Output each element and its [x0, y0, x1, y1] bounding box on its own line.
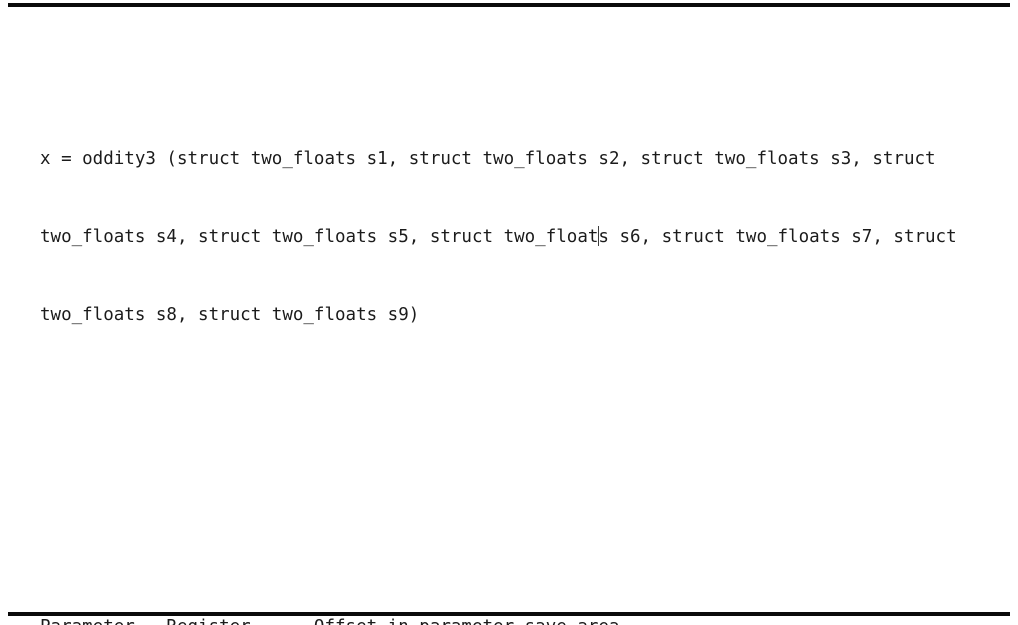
text-caret: [597, 225, 600, 246]
top-rule: [8, 3, 1010, 7]
code-line-2-text-after: s s6, struct two_floats s7, struct: [598, 227, 957, 247]
code-line-2-text-before: two_floats s4, struct two_floats s5, str…: [40, 227, 599, 247]
col-header-parameter: Parameter: [40, 614, 166, 625]
code-line-1: x = oddity3 (struct two_floats s1, struc…: [40, 146, 957, 172]
code-line-3-text: two_floats s8, struct two_floats s9): [40, 305, 420, 325]
function-signature-code[interactable]: x = oddity3 (struct two_floats s1, struc…: [40, 94, 957, 380]
bottom-rule: [8, 612, 1010, 616]
code-line-3: two_floats s8, struct two_floats s9): [40, 302, 957, 328]
code-line-1-text: x = oddity3 (struct two_floats s1, struc…: [40, 149, 936, 169]
parameter-table: ParameterRegisterOffset in parameter sav…: [40, 562, 957, 625]
table-header-row: ParameterRegisterOffset in parameter sav…: [40, 614, 957, 625]
col-header-register: Register: [166, 614, 314, 625]
col-header-offset: Offset in parameter save area: [314, 617, 620, 625]
spacer-line: [40, 458, 957, 484]
page-content: x = oddity3 (struct two_floats s1, struc…: [40, 16, 957, 625]
code-line-2: two_floats s4, struct two_floats s5, str…: [40, 224, 957, 250]
